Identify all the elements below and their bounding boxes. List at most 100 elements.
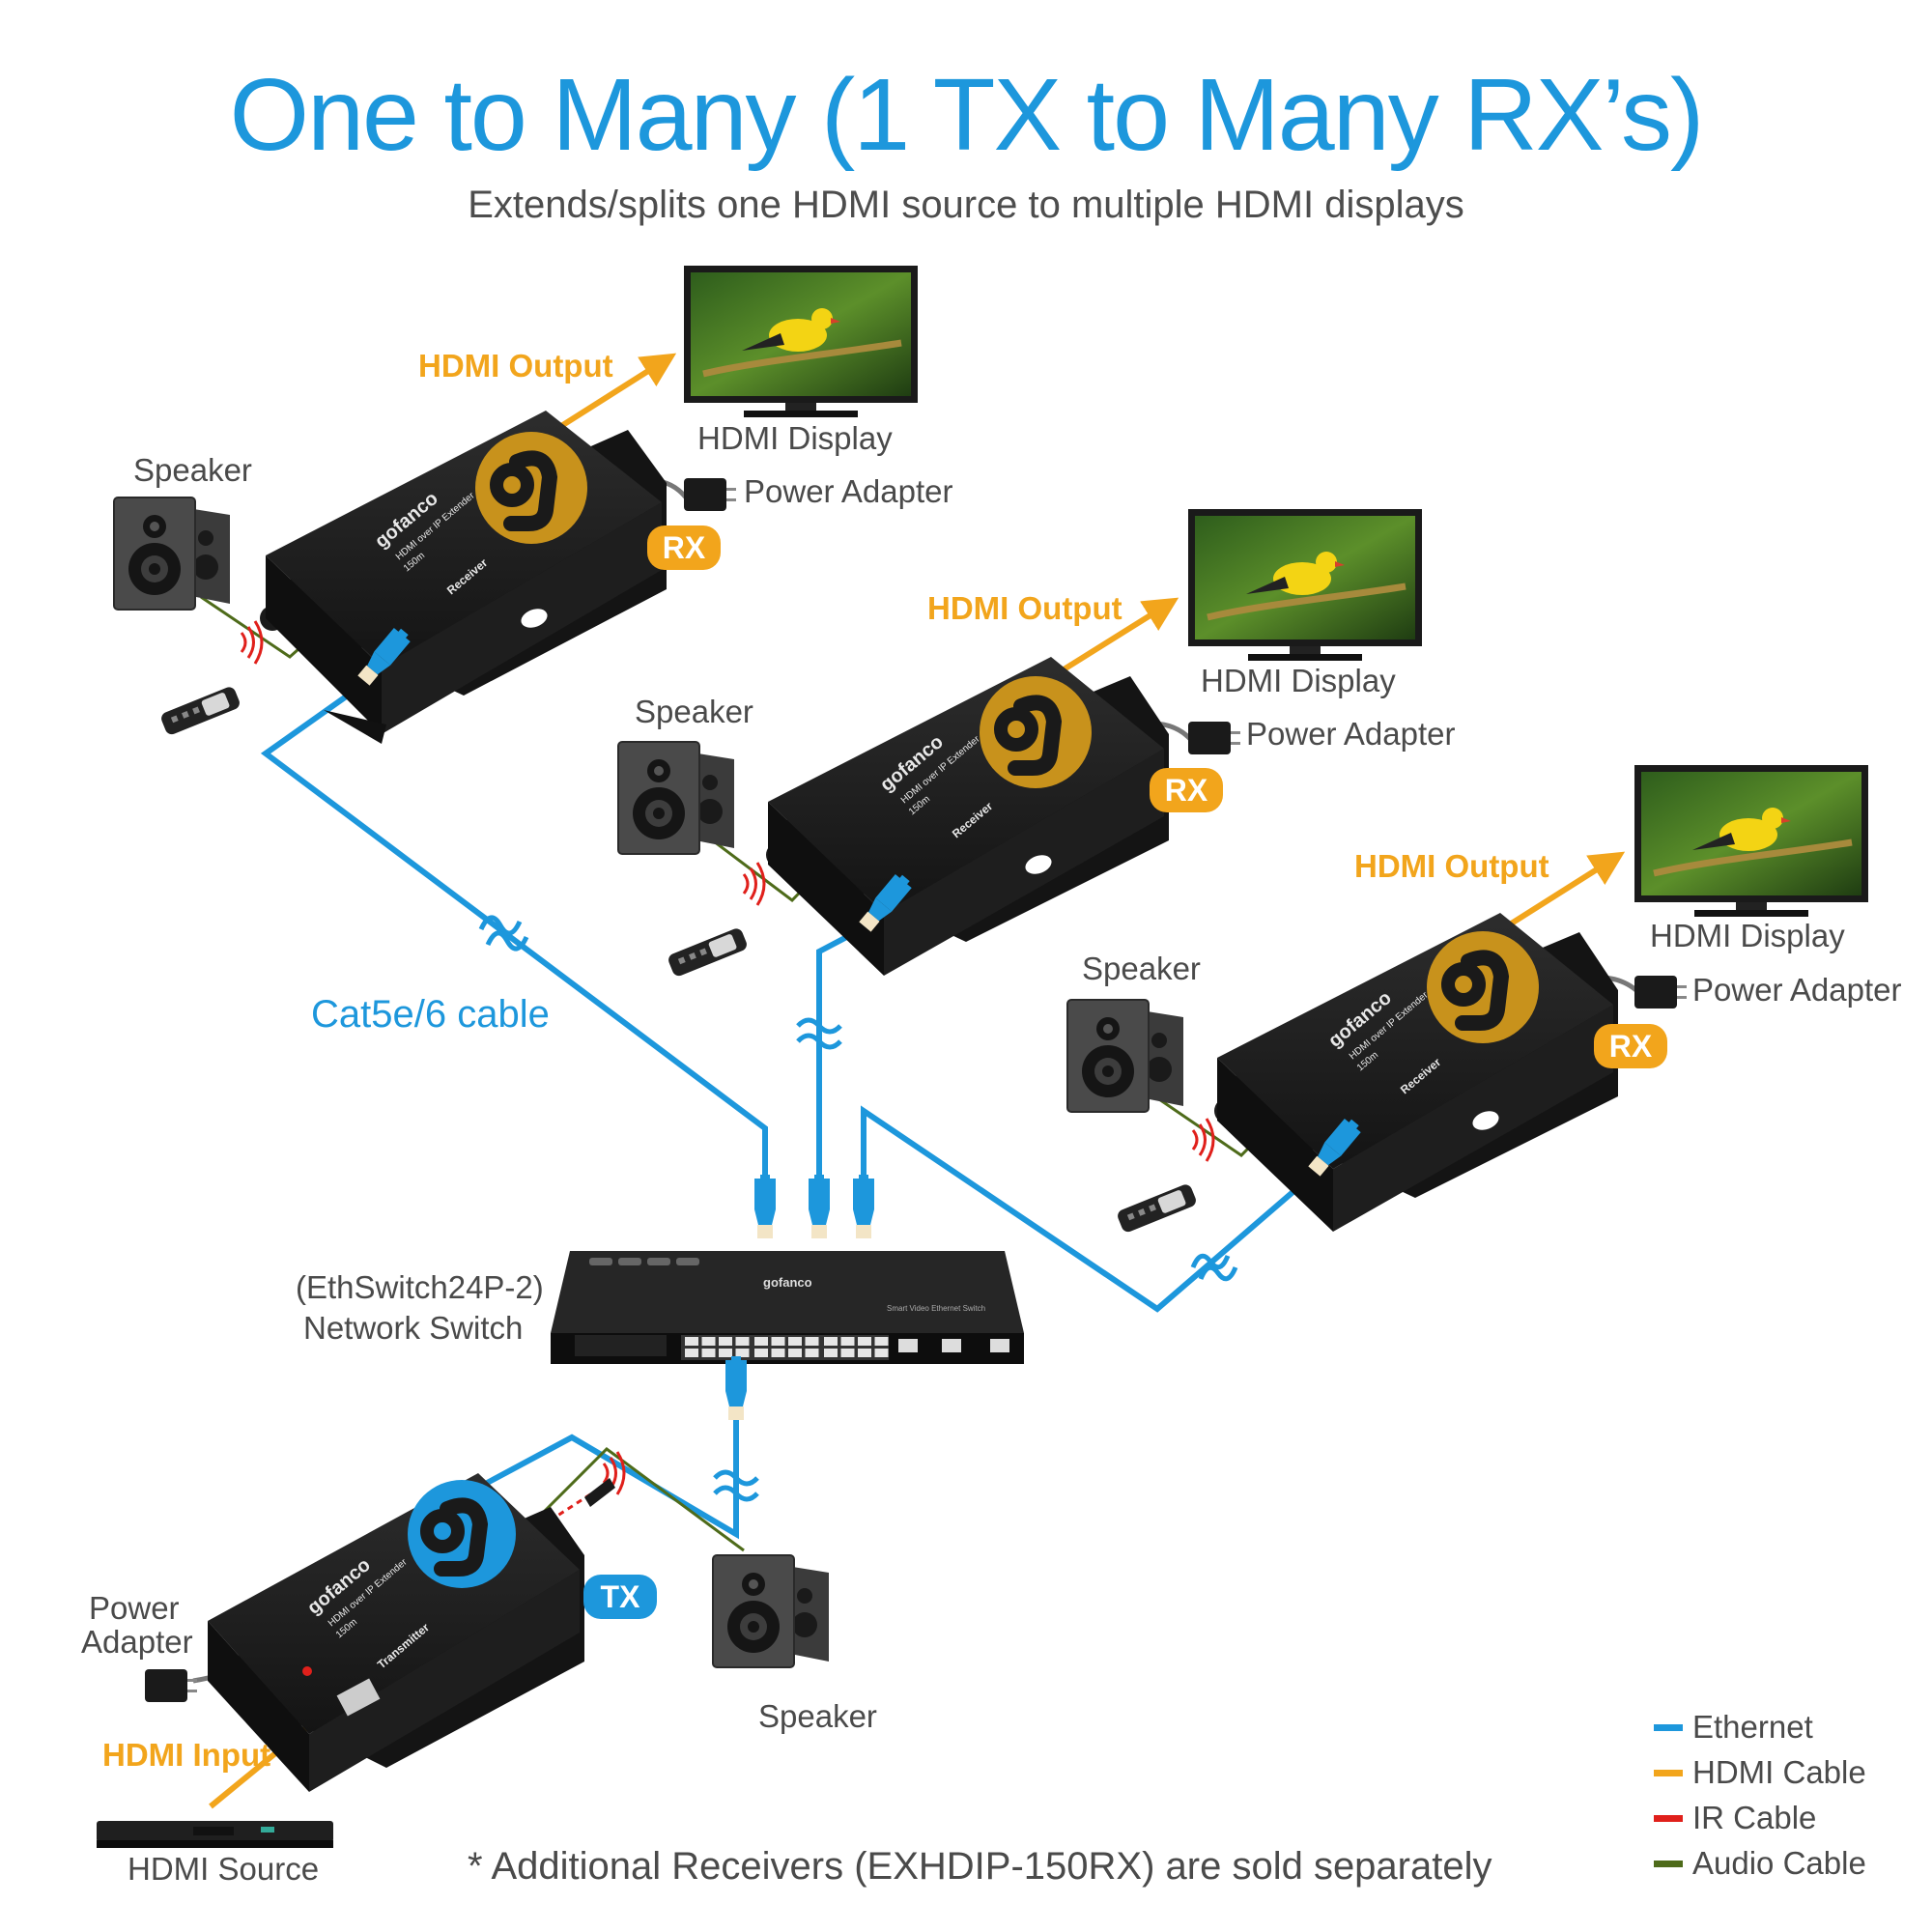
speaker-label-1: Speaker: [133, 452, 252, 488]
hdmi-display-label-2: HDMI Display: [1201, 663, 1396, 698]
legend-item-hdmi-cable: HDMI Cable: [1654, 1753, 1866, 1792]
hdmi-output-arrow-rx2: [1051, 597, 1179, 679]
legend-label: HDMI Cable: [1692, 1754, 1866, 1790]
remote-control-3: [1116, 1182, 1199, 1235]
power-adapter-label-3: Power Adapter: [1692, 972, 1902, 1008]
switch-model-label: (EthSwitch24P-2): [296, 1269, 544, 1305]
legend-label: Ethernet: [1692, 1709, 1813, 1745]
footnote: * Additional Receivers (EXHDIP-150RX) ar…: [468, 1845, 1492, 1888]
switch-port: [788, 1337, 802, 1346]
rx-box-2: [768, 657, 1169, 976]
switch-port: [840, 1349, 855, 1357]
switch-brand-logo: gofanco: [763, 1275, 812, 1290]
switch-ports: [681, 1335, 889, 1360]
hdmi-display-3: [1634, 765, 1868, 917]
remote-control-1: [159, 685, 242, 737]
hdmi-output-arrow-rx3: [1500, 851, 1626, 932]
rx-box-3: [1217, 913, 1618, 1232]
power-adapter-2: [1188, 722, 1240, 754]
legend-item-audio-cable: Audio Cable: [1654, 1844, 1866, 1883]
switch-port: [771, 1349, 785, 1357]
switch-port: [858, 1349, 871, 1357]
switch-port: [788, 1349, 802, 1357]
hdmi-output-label-2: HDMI Output: [927, 590, 1122, 626]
switch-port: [874, 1337, 889, 1346]
tx-badge: TX: [583, 1575, 657, 1619]
rj45-plug-switch-3: [853, 1175, 874, 1238]
rj45-plug-switch-uplink: [725, 1356, 747, 1420]
receiver-unit-3: [1066, 765, 1868, 1235]
tx-power-adapter-label-line2: Adapter: [81, 1624, 193, 1660]
cable-break-marks: [478, 915, 1238, 1502]
page-title: One to Many (1 TX to Many RX’s): [229, 58, 1705, 172]
hdmi-input-label: HDMI Input: [102, 1737, 271, 1773]
rx-badge-2: RX: [1150, 768, 1223, 812]
switch-name-label: Network Switch: [303, 1310, 524, 1346]
switch-port: [824, 1349, 838, 1357]
cable-label: Cat5e/6 cable: [311, 993, 550, 1036]
hdmi-output-label-3: HDMI Output: [1354, 848, 1549, 884]
rx-badge-1: RX: [647, 526, 721, 570]
hdmi-display-2: [1188, 509, 1422, 661]
legend-label: IR Cable: [1692, 1800, 1817, 1835]
switch-port: [685, 1337, 698, 1346]
page-subtitle: Extends/splits one HDMI source to multip…: [468, 184, 1464, 226]
speaker-1: [113, 497, 231, 611]
receiver-unit-2: [617, 509, 1422, 979]
speaker-label-3: Speaker: [1082, 951, 1201, 986]
speaker-tx: [712, 1554, 830, 1668]
hdmi-display-label-3: HDMI Display: [1650, 918, 1845, 953]
legend-item-ethernet: Ethernet: [1654, 1708, 1813, 1747]
legend-swatch: [1654, 1814, 1683, 1822]
rx-badge-3: RX: [1594, 1024, 1667, 1068]
legend-item-ir-cable: IR Cable: [1654, 1799, 1816, 1837]
tx-box: [208, 1473, 584, 1792]
switch-port: [858, 1337, 871, 1346]
switch-port: [824, 1337, 838, 1346]
hdmi-source-label: HDMI Source: [128, 1851, 320, 1887]
switch-port: [840, 1337, 855, 1346]
rj45-plug-switch-2: [809, 1175, 830, 1238]
ethernet-cable-rx1: [260, 668, 768, 1203]
network-switch-device: gofanco Smart Video Ethernet Switch: [551, 1251, 1024, 1364]
switch-port: [805, 1337, 819, 1346]
switch-port: [719, 1337, 732, 1346]
receiver-unit-1: [113, 266, 918, 744]
switch-port: [754, 1349, 768, 1357]
remote-control-2: [667, 926, 750, 979]
hdmi-output-arrow-rx1: [549, 353, 677, 436]
ethernet-cable-rx3: [861, 1105, 1327, 1313]
legend-label: Audio Cable: [1692, 1845, 1866, 1881]
power-adapter-3: [1634, 976, 1687, 1009]
switch-port: [701, 1337, 716, 1346]
rj45-plug-switch-1: [754, 1175, 776, 1238]
hdmi-display-label-1: HDMI Display: [697, 420, 893, 456]
audio-cable-tx: [518, 1447, 745, 1552]
legend-swatch: [1654, 1769, 1683, 1776]
hdmi-output-label-1: HDMI Output: [418, 348, 613, 384]
switch-port: [735, 1337, 750, 1346]
power-adapter-label-1: Power Adapter: [744, 473, 953, 509]
switch-port: [874, 1349, 889, 1357]
speaker-3: [1066, 999, 1184, 1113]
switch-faceplate-text: Smart Video Ethernet Switch: [887, 1304, 985, 1313]
switch-port: [701, 1349, 716, 1357]
tx-power-adapter-label-line1: Power: [89, 1590, 180, 1626]
power-adapter-label-2: Power Adapter: [1246, 716, 1456, 752]
transmitter-unit: [145, 1450, 830, 1792]
power-adapter-1: [684, 478, 736, 511]
switch-port: [719, 1349, 732, 1357]
power-adapter-tx: [145, 1669, 197, 1702]
legend-swatch: [1654, 1860, 1683, 1867]
switch-port: [735, 1349, 750, 1357]
legend-swatch: [1654, 1723, 1683, 1731]
ir-signal-icon-2: [742, 861, 766, 907]
hdmi-display-1: [684, 266, 918, 417]
switch-port: [685, 1349, 698, 1357]
speaker-2: [617, 741, 735, 855]
tx-speaker-label: Speaker: [758, 1698, 877, 1734]
switch-port: [754, 1337, 768, 1346]
switch-port: [805, 1349, 819, 1357]
switch-port: [771, 1337, 785, 1346]
